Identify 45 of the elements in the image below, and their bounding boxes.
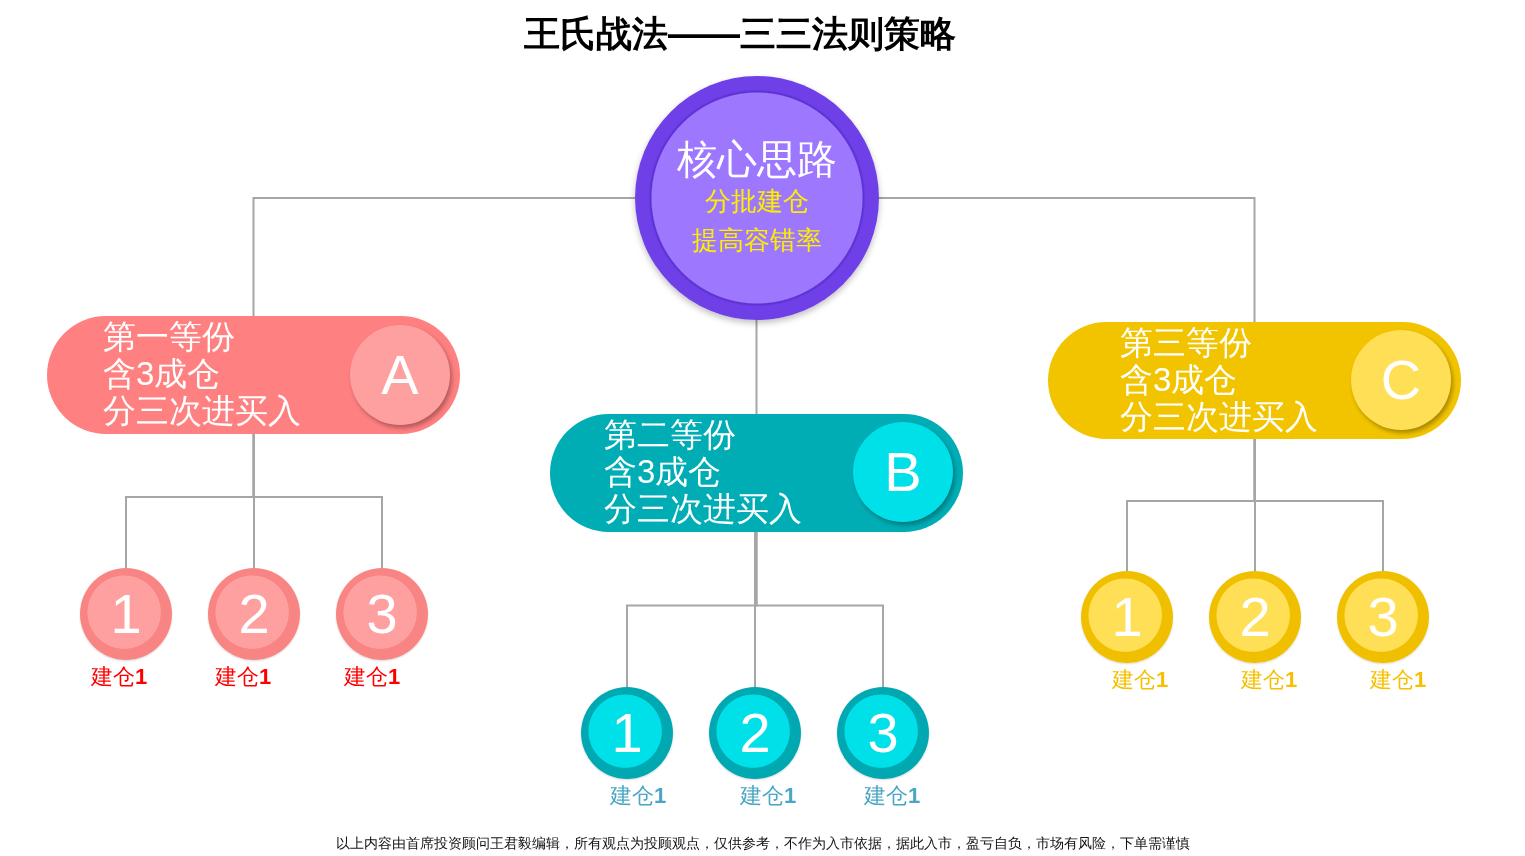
step-number: 1 [1111,589,1143,645]
step-label: 建仓1 [609,782,667,810]
connector-line [252,433,383,569]
step-number: 1 [611,705,643,761]
tier-description: 分三次进买入 [103,392,301,429]
tier-letter-circle [350,325,450,425]
connector-line [755,531,884,688]
connector-line [755,319,758,415]
disclaimer-note: 以上内容由首席投资顾问王君毅编辑，所有观点为投顾观点，仅供参考，不作为入市依据，据此入市，盈亏自负，市场有风险，下单需谨慎 [334,835,1191,853]
tier-description: 分三次进买入 [604,490,802,527]
step-label: 建仓1 [739,782,797,810]
step-number: 2 [238,586,270,642]
tier-description: 含3成仓 [103,355,222,392]
tier-letter: B [884,444,922,500]
tier-letter-circle [853,422,953,522]
tier-letter: A [381,347,419,403]
connector-line [754,531,756,688]
tier-description: 含3成仓 [604,453,723,490]
step-label: 建仓1 [863,782,921,810]
tier-description: 第二等份 [604,416,737,453]
core-idea-point: 提高容错率 [692,224,822,257]
tier-description: 分三次进买入 [1120,398,1318,435]
tier-letter-circle [1351,330,1451,430]
step-label: 建仓1 [1369,666,1427,694]
step-number: 3 [1367,589,1399,645]
tier-description: 第三等份 [1120,324,1253,361]
core-idea-point: 分批建仓 [705,185,809,218]
step-number: 2 [1239,589,1271,645]
tier-description: 含3成仓 [1120,361,1239,398]
step-label: 建仓1 [1111,666,1169,694]
step-label: 建仓1 [343,663,401,691]
step-label: 建仓1 [214,663,272,691]
tier-description: 第一等份 [103,318,236,355]
step-number: 2 [739,705,771,761]
connector-line [878,197,1256,323]
step-label: 建仓1 [90,663,148,691]
step-number: 3 [867,705,899,761]
connector-line [252,197,636,317]
tier-letter: C [1380,352,1422,408]
step-label: 建仓1 [1240,666,1298,694]
connector-line [1253,438,1384,572]
step-number: 1 [110,586,142,642]
core-idea-heading: 核心思路 [677,136,837,182]
diagram-title: 王氏战法——三三法则策略 [523,12,957,56]
step-number: 3 [366,586,398,642]
